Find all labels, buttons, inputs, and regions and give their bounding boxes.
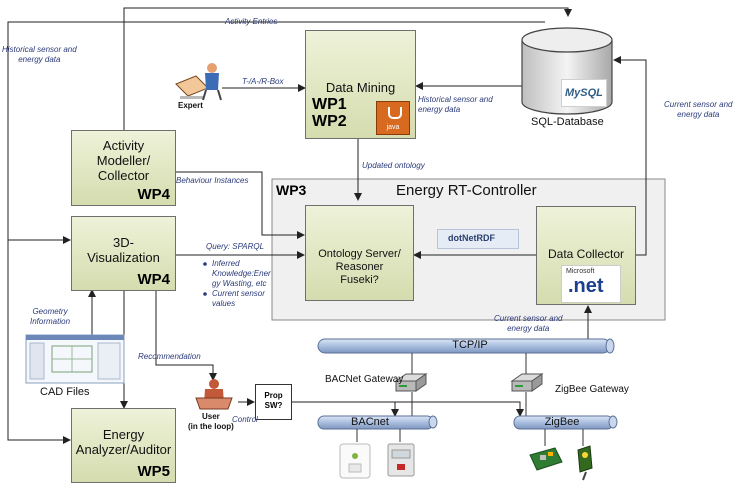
recommendation-line <box>155 290 217 381</box>
sql-database-label: SQL-Database <box>531 116 604 128</box>
bacnet-thermostat-icon <box>339 443 371 479</box>
query-label: Query: SPARQL <box>206 242 265 251</box>
zigbee-sensor-icon <box>577 445 593 481</box>
bullet-icon <box>203 262 207 266</box>
expert-icon <box>175 63 222 101</box>
geometry-label: Geometry Information <box>30 307 71 326</box>
energy-analyzer-wp: WP5 <box>137 463 170 480</box>
zigbee-board-icon <box>529 447 563 471</box>
data-mining-box[interactable]: Data Mining WP1 WP2 java <box>305 30 416 139</box>
current-bottom-label: Current sensor and energy data <box>494 314 563 333</box>
java-logo: java <box>376 101 410 135</box>
dotnet-logo: Microsoft .net <box>561 265 621 303</box>
mysql-logo: MySQL <box>561 79 607 107</box>
user-icon <box>195 379 233 410</box>
tcpip-label: TCP/IP <box>452 339 488 351</box>
java-logo-text: java <box>386 124 400 131</box>
dotnet-brand: Microsoft <box>566 268 595 275</box>
historical-left-label: Historical sensor and energy data <box>2 45 77 64</box>
activity-modeller-box[interactable]: Activity Modeller/ Collector WP4 <box>71 130 176 206</box>
prop-sw-label: Prop SW? <box>264 391 283 410</box>
energy-analyzer-title: Energy Analyzer/Auditor <box>75 427 172 457</box>
data-collector-title: Data Collector <box>547 247 625 261</box>
activity-entries-line <box>123 7 572 130</box>
zigbee-label: ZigBee <box>544 416 580 428</box>
current-values-label: Current sensor values <box>212 289 265 308</box>
dotnetrdf-logo: dotNetRDF <box>437 229 519 249</box>
bacnet-gateway-label: BACNet Gateway <box>325 374 404 385</box>
inferred-label: Inferred Knowledge:Ener gy Wasting, etc <box>212 259 271 288</box>
mysql-text: MySQL <box>565 87 603 99</box>
activity-modeller-title: Activity Modeller/ Collector <box>96 138 151 183</box>
control-label: Control <box>232 415 258 424</box>
historical-mid-label: Historical sensor and energy data <box>418 95 493 114</box>
current-right-label: Current sensor and energy data <box>664 100 733 119</box>
collector-to-db-line <box>613 56 647 256</box>
cad-files-icon <box>25 334 125 384</box>
prop-sw-box[interactable]: Prop SW? <box>255 384 292 420</box>
dotnetrdf-text: dotNetRDF <box>448 233 495 243</box>
cad-files-label: CAD Files <box>40 386 90 398</box>
java-cup-icon <box>388 107 402 119</box>
activity-entries-label: Activity Entries <box>225 17 278 26</box>
zigbee-gateway-label: ZigBee Gateway <box>555 384 629 395</box>
expert-label: Expert <box>178 101 203 110</box>
activity-modeller-wp: WP4 <box>137 186 170 203</box>
energy-analyzer-box[interactable]: Energy Analyzer/Auditor WP5 <box>71 408 176 483</box>
prop-control-line <box>290 401 524 417</box>
zigbee-gateway-icon <box>510 373 544 392</box>
ontology-server-box[interactable]: Ontology Server/ Reasoner Fuseki? <box>305 205 414 301</box>
bacnet-meter-icon <box>387 443 415 477</box>
ontology-server-title: Ontology Server/ Reasoner Fuseki? <box>318 248 401 286</box>
recommendation-label: Recommendation <box>138 352 201 361</box>
data-mining-title: Data Mining <box>325 80 396 95</box>
data-collector-box[interactable]: Data Collector Microsoft .net <box>536 206 636 305</box>
bullet-icon <box>203 292 207 296</box>
historical-left-line <box>7 21 545 444</box>
visualization-box[interactable]: 3D- Visualization WP4 <box>71 216 176 291</box>
updated-ontology-label: Updated ontology <box>362 161 425 170</box>
rt-controller-title: Energy RT-Controller <box>396 182 537 199</box>
tabox-label: T-/A-/R-Box <box>242 77 284 86</box>
bacnet-gateway-icon <box>394 373 428 392</box>
behaviour-line <box>174 171 305 239</box>
visualization-wp: WP4 <box>137 271 170 288</box>
bacnet-label: BACnet <box>351 416 389 428</box>
behaviour-label: Behaviour Instances <box>176 176 249 185</box>
user-label: User (in the loop) <box>188 412 234 431</box>
data-mining-wp: WP1 WP2 <box>312 96 347 130</box>
visualization-title: 3D- Visualization <box>87 235 160 265</box>
dotnet-text: .net <box>568 275 604 297</box>
rt-controller-wp: WP3 <box>276 182 307 198</box>
